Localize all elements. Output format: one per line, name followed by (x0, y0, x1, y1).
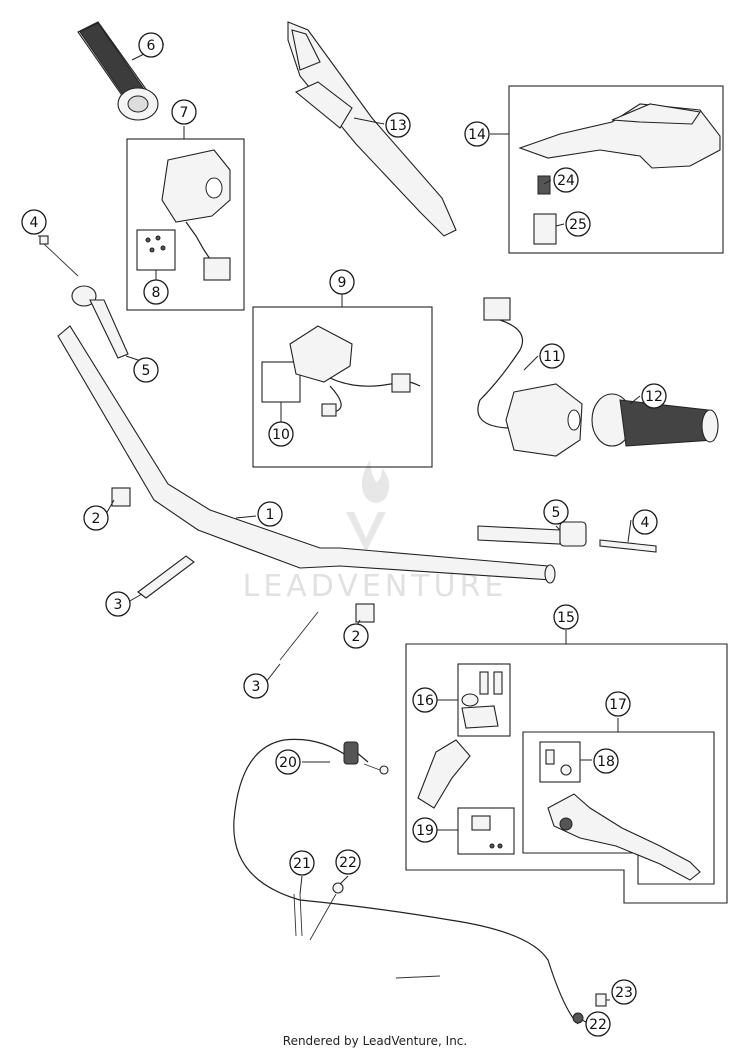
callout-22-top: 22 (335, 849, 361, 875)
footer-credit: Rendered by LeadVenture, Inc. (282, 1034, 468, 1048)
svg-text:4: 4 (30, 215, 39, 231)
callout-7: 7 (171, 99, 197, 125)
clamp-2-left (111, 487, 131, 507)
bar-end-left (71, 285, 129, 359)
svg-text:8: 8 (152, 285, 161, 301)
svg-text:16: 16 (416, 693, 434, 709)
hand-guard-left (287, 21, 457, 237)
svg-text:1: 1 (266, 507, 275, 523)
part-23 (595, 993, 607, 1007)
callout-6: 6 (138, 32, 164, 58)
hand-guard-right (518, 103, 721, 245)
callout-11: 11 (539, 343, 565, 369)
svg-text:19: 19 (416, 823, 434, 839)
callout-13: 13 (385, 112, 411, 138)
svg-text:18: 18 (597, 754, 615, 770)
callout-18: 18 (593, 748, 619, 774)
svg-text:5: 5 (142, 363, 151, 379)
svg-text:23: 23 (615, 985, 633, 1001)
nut-22-top (332, 882, 344, 894)
svg-text:2: 2 (352, 629, 361, 645)
callout-14: 14 (464, 121, 490, 147)
svg-text:2: 2 (92, 511, 101, 527)
svg-text:12: 12 (645, 389, 663, 405)
callout-4-right: 4 (632, 509, 658, 535)
switch-right (477, 297, 583, 457)
svg-text:6: 6 (147, 38, 156, 54)
switch-19 (471, 815, 503, 849)
watermark-text: LEADVENTURE (243, 569, 508, 604)
svg-text:4: 4 (641, 515, 650, 531)
clamp-2-right (355, 603, 375, 623)
callout-5-right: 5 (543, 499, 569, 525)
watermark-logo (346, 460, 390, 552)
callout-25: 25 (565, 211, 591, 237)
clamp-16 (461, 671, 503, 729)
box-7 (126, 138, 245, 311)
cable-guide-21 (293, 893, 303, 937)
svg-text:5: 5 (552, 505, 561, 521)
svg-text:14: 14 (468, 127, 486, 143)
svg-text:25: 25 (569, 217, 587, 233)
callout-23: 23 (611, 979, 637, 1005)
svg-text:20: 20 (279, 755, 297, 771)
grip-right (591, 393, 719, 447)
box-17 (522, 731, 715, 885)
svg-text:22: 22 (589, 1017, 607, 1033)
switch-9 (289, 325, 421, 417)
callout-21: 21 (289, 850, 315, 876)
svg-text:13: 13 (389, 118, 407, 134)
svg-text:15: 15 (557, 610, 575, 626)
callout-1: 1 (257, 501, 283, 527)
svg-text:22: 22 (339, 855, 357, 871)
strap-3-left (137, 555, 195, 599)
callout-15: 15 (553, 604, 579, 630)
box-14 (508, 85, 724, 254)
callout-3-right: 3 (243, 673, 269, 699)
bolt-4-left (39, 235, 79, 277)
handlebar (57, 325, 556, 584)
callout-19: 19 (412, 817, 438, 843)
callout-5-left: 5 (133, 357, 159, 383)
callout-22-bottom: 22 (585, 1011, 611, 1037)
svg-text:24: 24 (557, 173, 575, 189)
svg-text:9: 9 (338, 275, 347, 291)
callout-2-right: 2 (343, 623, 369, 649)
svg-text:10: 10 (272, 427, 290, 443)
box-15 (405, 643, 728, 904)
callout-3-left: 3 (105, 591, 131, 617)
pivot-18 (545, 749, 572, 776)
callout-24: 24 (553, 167, 579, 193)
box-19 (457, 807, 515, 855)
callout-10: 10 (268, 421, 294, 447)
svg-text:11: 11 (543, 349, 561, 365)
callout-20: 20 (275, 749, 301, 775)
bar-end-right (477, 521, 657, 553)
box-18 (539, 741, 581, 783)
svg-text:3: 3 (114, 597, 123, 613)
callout-8: 8 (143, 279, 169, 305)
callout-4-left: 4 (21, 209, 47, 235)
callout-17: 17 (605, 691, 631, 717)
callout-16: 16 (412, 687, 438, 713)
callout-9: 9 (329, 269, 355, 295)
svg-text:7: 7 (180, 105, 189, 121)
lever-body (417, 739, 471, 809)
callout-2-left: 2 (83, 505, 109, 531)
grip-left (77, 21, 159, 121)
lever-17 (547, 793, 701, 881)
svg-text:17: 17 (609, 697, 627, 713)
strap-3-right (279, 611, 319, 661)
svg-text:21: 21 (293, 856, 311, 872)
svg-text:3: 3 (252, 679, 261, 695)
switch-left (161, 149, 231, 281)
screws-8 (145, 235, 166, 253)
cable-tie-22 (309, 893, 337, 941)
clutch-cable (233, 738, 579, 1025)
callout-12: 12 (641, 383, 667, 409)
nut-22-bottom (572, 1012, 584, 1024)
box-8 (136, 229, 176, 271)
